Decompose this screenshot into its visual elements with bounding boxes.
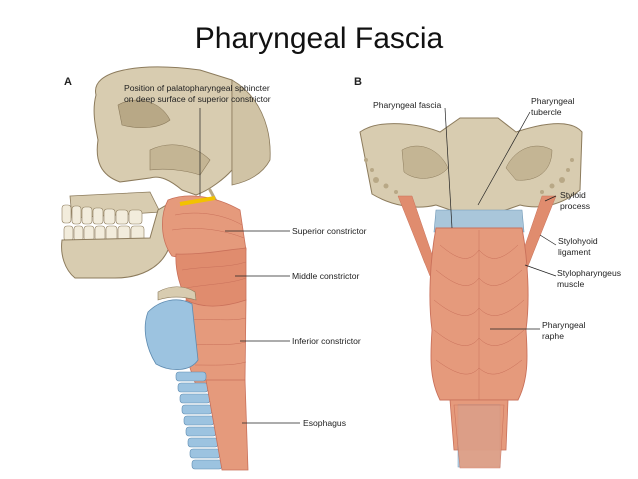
panel-b-letter: B xyxy=(354,76,362,88)
label-palatopharyngeal-line1: Position of palatopharyngeal sphincter xyxy=(124,83,270,93)
label-stylohyoid-ligament-line2: ligament xyxy=(558,247,590,257)
label-styloid-process-line1: Styloid xyxy=(560,190,586,200)
panel-a-letter: A xyxy=(64,76,72,88)
label-pharyngeal-tubercle-line2: tubercle xyxy=(531,107,562,117)
panel-b-illustration xyxy=(360,108,582,468)
label-pharyngeal-fascia: Pharyngeal fascia xyxy=(373,100,441,110)
label-inferior-constrictor: Inferior constrictor xyxy=(292,336,361,346)
label-middle-constrictor: Middle constrictor xyxy=(292,271,359,281)
label-stylohyoid-ligament-line1: Stylohyoid xyxy=(558,236,598,246)
label-stylopharyngeus-line1: Stylopharyngeus xyxy=(557,268,621,278)
label-styloid-process-line2: process xyxy=(560,201,590,211)
label-pharyngeal-tubercle-line1: Pharyngeal xyxy=(531,96,574,106)
thyroid-cartilage xyxy=(145,300,198,370)
label-pharyngeal-raphe-line2: raphe xyxy=(542,331,564,341)
label-palatopharyngeal-line2: on deep surface of superior constrictor xyxy=(124,94,271,104)
label-esophagus: Esophagus xyxy=(303,418,346,428)
label-superior-constrictor: Superior constrictor xyxy=(292,226,367,236)
panel-a-illustration xyxy=(62,67,300,470)
label-stylopharyngeus-line2: muscle xyxy=(557,279,584,289)
label-pharyngeal-raphe-line1: Pharyngeal xyxy=(542,320,585,330)
